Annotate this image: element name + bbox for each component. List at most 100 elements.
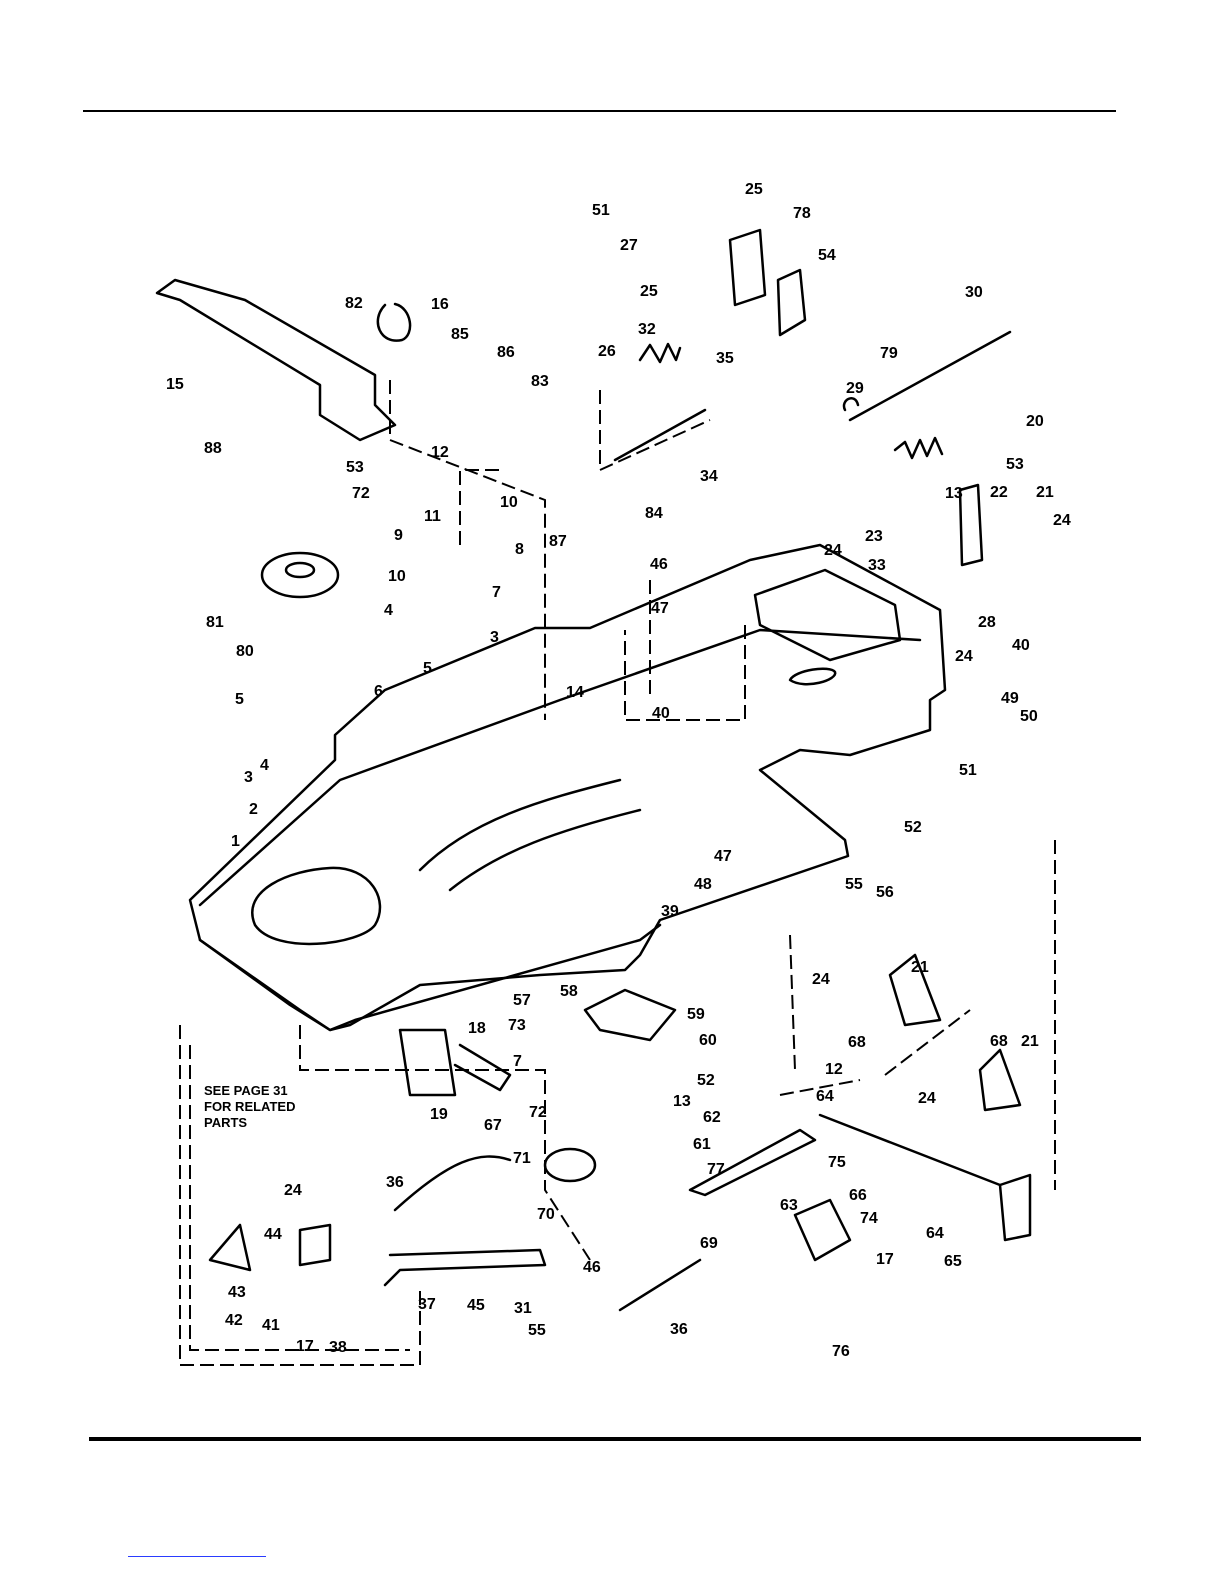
header-rule	[83, 110, 1116, 112]
callout-24: 24	[1053, 512, 1071, 529]
callout-38: 38	[329, 1339, 347, 1356]
frame-cutout	[251, 866, 382, 946]
callout-36: 36	[386, 1174, 404, 1191]
callout-7: 7	[492, 584, 501, 601]
shaft-66	[818, 1113, 1002, 1187]
callout-22: 22	[990, 484, 1008, 501]
callout-13: 13	[673, 1093, 691, 1110]
callout-51: 51	[959, 762, 977, 779]
callout-28: 28	[978, 614, 996, 631]
callout-21: 21	[1036, 484, 1054, 501]
callout-51: 51	[592, 202, 610, 219]
callout-52: 52	[697, 1072, 715, 1089]
callout-11: 11	[424, 508, 441, 525]
bracket-68b	[978, 1048, 1022, 1112]
callout-69: 69	[700, 1235, 718, 1252]
pulley-71	[543, 1147, 597, 1183]
note-line-3: PARTS	[204, 1115, 248, 1130]
frame-channel	[418, 778, 642, 892]
callout-3: 3	[244, 769, 253, 786]
callout-53: 53	[1006, 456, 1024, 473]
bracket-28	[958, 483, 984, 567]
arm-45	[383, 1248, 547, 1287]
callout-17: 17	[876, 1251, 894, 1268]
callout-6: 6	[374, 683, 383, 700]
frame-outline	[188, 543, 947, 1032]
callout-56: 56	[876, 884, 894, 901]
footer-rule	[89, 1437, 1141, 1441]
callout-83: 83	[531, 373, 549, 390]
callout-71: 71	[513, 1150, 531, 1167]
callout-24: 24	[812, 971, 830, 988]
callout-40: 40	[1012, 637, 1030, 654]
plate-58	[583, 988, 677, 1042]
callout-80: 80	[236, 643, 254, 660]
callout-30: 30	[965, 284, 983, 301]
callout-42: 42	[225, 1312, 243, 1329]
bracket-74	[793, 1198, 852, 1262]
callout-84: 84	[645, 505, 663, 522]
spring-32	[638, 342, 682, 364]
callout-47: 47	[714, 848, 732, 865]
callout-48: 48	[694, 876, 712, 893]
callout-12: 12	[825, 1061, 843, 1078]
callout-25: 25	[640, 283, 658, 300]
pulley-81	[260, 551, 340, 599]
bracket-54	[776, 268, 807, 337]
callout-34: 34	[700, 468, 718, 485]
frame-side-rail	[198, 923, 662, 1032]
lever-18	[398, 1028, 512, 1097]
callout-31: 31	[514, 1300, 532, 1317]
callout-14: 14	[566, 684, 584, 701]
bracket-65	[998, 1173, 1032, 1242]
callout-45: 45	[467, 1297, 485, 1314]
callout-2: 2	[249, 801, 258, 818]
callout-21: 21	[1021, 1033, 1039, 1050]
callout-16: 16	[431, 296, 449, 313]
callout-39: 39	[661, 903, 679, 920]
callout-33: 33	[868, 557, 886, 574]
callout-29: 29	[846, 380, 864, 397]
callout-65: 65	[944, 1253, 962, 1270]
callout-63: 63	[780, 1197, 798, 1214]
callout-64: 64	[926, 1225, 944, 1242]
callout-25: 25	[745, 181, 763, 198]
callout-46: 46	[583, 1259, 601, 1276]
callout-59: 59	[687, 1006, 705, 1023]
spring-22	[893, 436, 944, 460]
plate-78	[728, 228, 767, 307]
callout-60: 60	[699, 1032, 717, 1049]
callout-5: 5	[423, 660, 432, 677]
callout-79: 79	[880, 345, 898, 362]
frame-slot	[788, 667, 837, 686]
callout-40: 40	[652, 705, 670, 722]
callout-41: 41	[262, 1317, 280, 1334]
callout-54: 54	[818, 247, 836, 264]
callout-5: 5	[235, 691, 244, 708]
callout-18: 18	[468, 1020, 486, 1037]
related-parts-note: SEE PAGE 31 FOR RELATED PARTS	[204, 1083, 344, 1131]
note-line-2: FOR RELATED	[204, 1099, 296, 1114]
callout-4: 4	[260, 757, 269, 774]
callout-52: 52	[904, 819, 922, 836]
callout-70: 70	[537, 1206, 555, 1223]
callout-57: 57	[513, 992, 531, 1009]
footer-link-underline	[128, 1556, 266, 1557]
frame-opening-rear	[753, 568, 902, 662]
callout-19: 19	[430, 1106, 448, 1123]
cable-36	[393, 1155, 702, 1312]
callout-81: 81	[206, 614, 224, 631]
callout-1: 1	[231, 833, 240, 850]
callout-66: 66	[849, 1187, 867, 1204]
callout-46: 46	[650, 556, 668, 573]
callout-24: 24	[824, 542, 842, 559]
callout-4: 4	[384, 602, 393, 619]
callout-68: 68	[848, 1034, 866, 1051]
callout-85: 85	[451, 326, 469, 343]
note-line-1: SEE PAGE 31	[204, 1083, 288, 1098]
callout-55: 55	[845, 876, 863, 893]
callout-15: 15	[166, 376, 184, 393]
callout-58: 58	[560, 983, 578, 1000]
